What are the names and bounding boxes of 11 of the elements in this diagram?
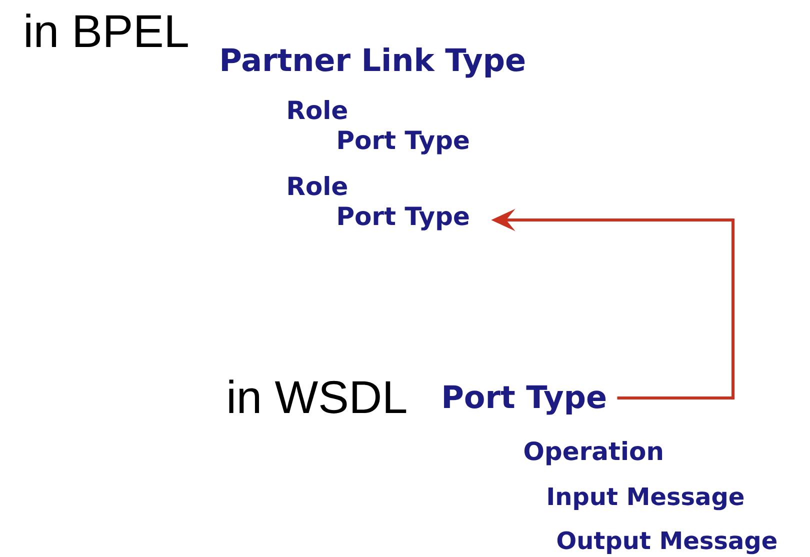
port-type-label: Port Type	[338, 206, 469, 230]
label: Output Message	[557, 531, 776, 554]
label: Role	[288, 176, 347, 196]
label: in WSDL	[229, 380, 406, 414]
label: in BPEL	[26, 14, 188, 47]
label: Role	[288, 100, 347, 120]
label: Partner Link Type	[222, 47, 525, 78]
label: Port Type	[338, 130, 469, 154]
label: Operation	[524, 441, 662, 466]
label: Input Message	[548, 488, 744, 510]
port-type-label: Port Type	[444, 385, 606, 415]
